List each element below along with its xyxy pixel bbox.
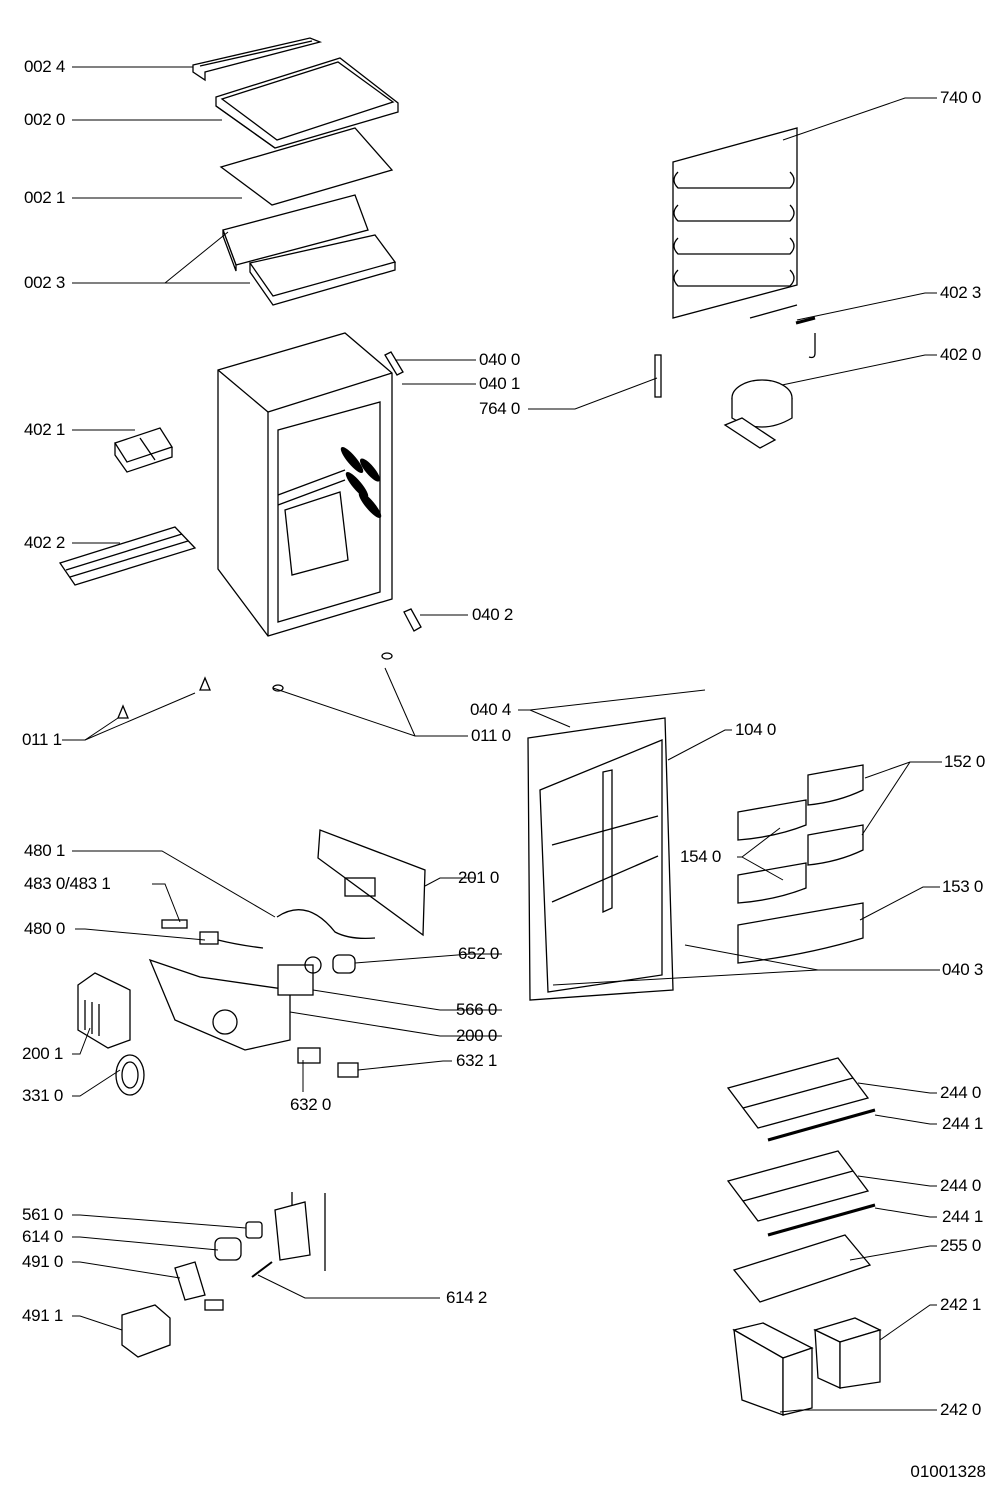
callout-152-0: 152 0	[944, 752, 986, 771]
callout-483-0-483-1: 483 0/483 1	[24, 874, 111, 893]
callout-491-1: 491 1	[22, 1306, 64, 1325]
compressor	[723, 379, 793, 449]
relay	[245, 1221, 263, 1239]
callout-402-3: 402 3	[940, 283, 982, 302]
callout-244-1-a: 244 1	[942, 1114, 984, 1133]
callout-402-2: 402 2	[24, 533, 66, 552]
callout-632-1: 632 1	[456, 1051, 498, 1070]
callout-040-4: 040 4	[470, 700, 512, 719]
door-liner	[527, 717, 674, 1001]
crisper-large	[732, 1322, 814, 1416]
light-cover	[77, 972, 131, 1049]
callout-652-0: 652 0	[458, 944, 500, 963]
door-shelf-small-2	[807, 824, 864, 866]
wiring-harness	[161, 919, 264, 949]
crisper-small	[813, 1317, 882, 1390]
callout-200-1: 200 1	[22, 1044, 64, 1063]
callout-040-3: 040 3	[942, 960, 984, 979]
overload-protector	[214, 1237, 242, 1261]
starter-cover	[121, 1304, 171, 1358]
insulation-block-b	[248, 234, 397, 306]
switch-632-1	[337, 1062, 359, 1078]
callout-011-0: 011 0	[471, 726, 511, 745]
callout-480-0: 480 0	[24, 919, 66, 938]
adjustable-foot-right	[272, 652, 393, 692]
callout-153-0: 153 0	[942, 877, 984, 896]
clip-wire	[251, 1261, 273, 1278]
callout-331-0: 331 0	[22, 1086, 64, 1105]
callout-614-2: 614 2	[446, 1288, 488, 1307]
callout-242-0: 242 0	[940, 1400, 982, 1419]
callout-002-4: 002 4	[24, 57, 66, 76]
callout-200-0: 200 0	[456, 1026, 498, 1045]
cabinet	[217, 332, 393, 637]
evaporator-drain-tray	[114, 427, 173, 473]
callout-566-0: 566 0	[456, 1000, 498, 1019]
leader-lines	[62, 66, 942, 1413]
switch-632-0	[297, 1047, 321, 1064]
top-cover	[215, 57, 399, 149]
thermostat-housing	[148, 958, 291, 1051]
control-panel-plate	[317, 829, 426, 937]
wire-shelf-1	[726, 1057, 870, 1129]
dryer-filter	[654, 354, 662, 398]
glass-shelf	[732, 1234, 872, 1303]
callout-491-0: 491 0	[22, 1252, 64, 1271]
callout-011-1: 011 1	[22, 730, 62, 749]
callout-201-0: 201 0	[458, 868, 500, 887]
callout-402-1: 402 1	[24, 420, 66, 439]
callout-242-1: 242 1	[940, 1295, 982, 1314]
callout-244-0-b: 244 0	[940, 1176, 982, 1195]
sensor-wire	[276, 909, 376, 940]
callout-002-3: 002 3	[24, 273, 66, 292]
door-shelf-large	[737, 902, 864, 964]
callout-561-0: 561 0	[22, 1205, 64, 1224]
callout-614-0: 614 0	[22, 1227, 64, 1246]
callout-255-0: 255 0	[940, 1236, 982, 1255]
callout-002-0: 002 0	[24, 110, 66, 129]
knob-ring	[115, 1054, 145, 1096]
shelf-trim-1	[767, 1108, 876, 1142]
starter-unit	[174, 1261, 224, 1311]
shelf-trim-2	[767, 1203, 876, 1237]
lamp	[332, 954, 356, 974]
callout-040-1: 040 1	[479, 374, 521, 393]
callout-040-0: 040 0	[479, 350, 521, 369]
wire-shelf-2	[726, 1150, 870, 1222]
callout-740-0: 740 0	[940, 88, 982, 107]
callout-002-1: 002 1	[24, 188, 66, 207]
callout-402-0: 402 0	[940, 345, 982, 364]
hinge-upper	[384, 351, 404, 376]
callout-764-0: 764 0	[479, 399, 521, 418]
insulation-block-a	[222, 194, 369, 272]
callout-244-0-a: 244 0	[940, 1083, 982, 1102]
callout-480-1: 480 1	[24, 841, 66, 860]
callout-154-0: 154 0	[680, 847, 722, 866]
door-shelf-small-1	[807, 764, 864, 806]
door-shelf-small-3	[737, 799, 807, 841]
compressor-rail	[58, 526, 197, 586]
callout-040-2: 040 2	[472, 605, 514, 624]
callout-244-1-b: 244 1	[942, 1207, 984, 1226]
top-trim-strip	[192, 37, 323, 82]
top-plate	[219, 127, 394, 206]
filter-tube	[795, 316, 816, 359]
callout-632-0: 632 0	[290, 1095, 332, 1114]
hinge-lower	[403, 608, 422, 632]
callout-104-0: 104 0	[735, 720, 777, 739]
door-shelf-small-4	[737, 862, 807, 904]
document-number: 01001328	[910, 1462, 986, 1481]
thermostat	[277, 956, 322, 996]
condenser	[672, 127, 798, 319]
adjustable-foot-left	[117, 676, 211, 719]
compressor-side	[274, 1192, 326, 1271]
